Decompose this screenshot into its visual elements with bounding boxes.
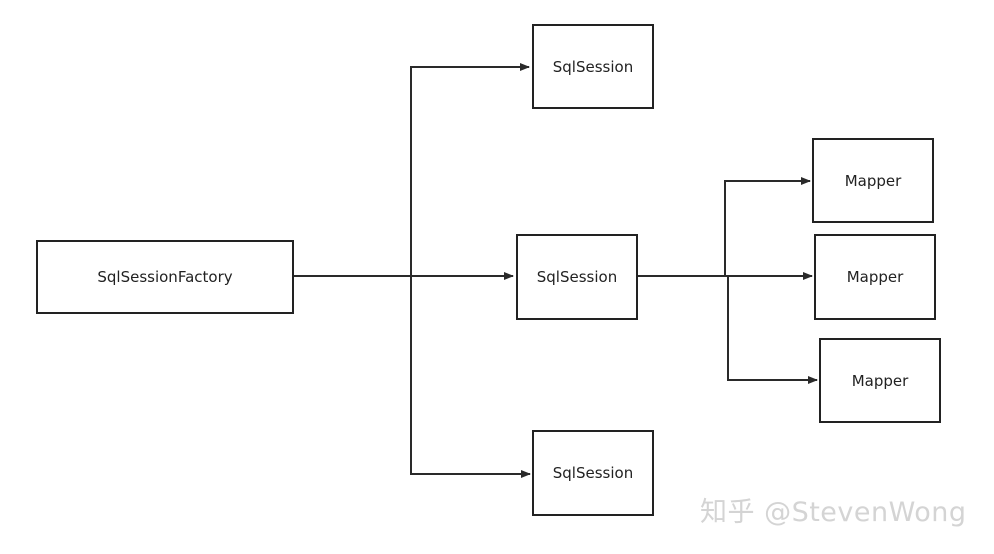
node-label: Mapper: [847, 268, 904, 286]
watermark-text: 知乎 @StevenWong: [700, 497, 967, 528]
node-sqlsession-top: SqlSession: [532, 24, 654, 109]
edge-session-to-mapper-3: [727, 276, 818, 384]
node-label: SqlSession: [553, 58, 633, 76]
node-label: SqlSession: [553, 464, 633, 482]
node-mapper-3: Mapper: [819, 338, 941, 423]
node-sqlsession-bottom: SqlSession: [532, 430, 654, 516]
node-sqlsession-middle: SqlSession: [516, 234, 638, 320]
node-sqlsessionfactory: SqlSessionFactory: [36, 240, 294, 314]
edge-factory-to-session-top: [294, 63, 530, 277]
node-label: SqlSessionFactory: [97, 268, 232, 286]
node-label: Mapper: [845, 172, 902, 190]
edge-session-to-mapper-1: [638, 177, 811, 277]
node-label: SqlSession: [537, 268, 617, 286]
edge-factory-to-session-bottom: [410, 276, 531, 478]
node-mapper-1: Mapper: [812, 138, 934, 223]
node-mapper-2: Mapper: [814, 234, 936, 320]
node-label: Mapper: [852, 372, 909, 390]
